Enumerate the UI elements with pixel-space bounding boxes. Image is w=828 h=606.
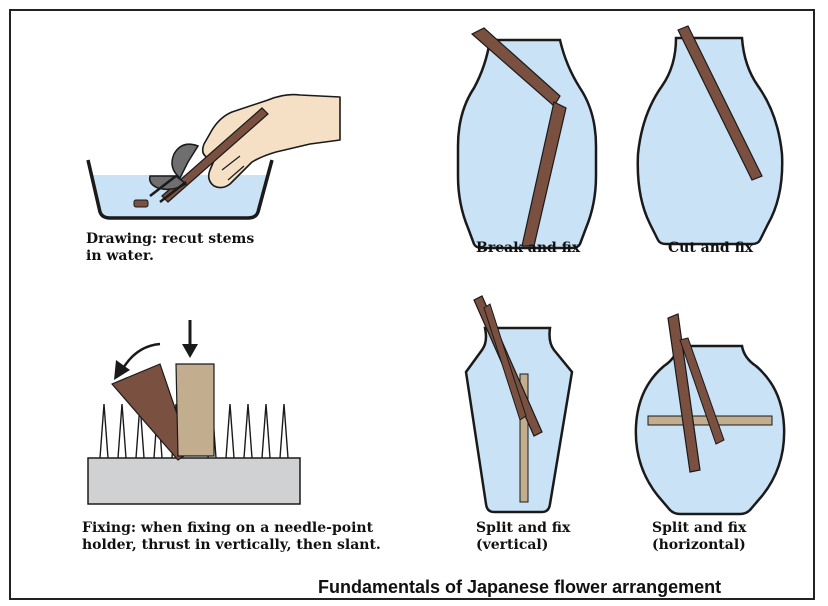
recut-in-water-panel: [88, 95, 340, 218]
caption-drawing-line1: Drawing: recut stems: [86, 231, 254, 247]
caption-fixing-line2: holder, thrust in vertically, then slant…: [82, 537, 381, 553]
vase-split-vertical: [466, 328, 572, 512]
vase-cut: [638, 38, 782, 244]
down-arrow-head: [182, 344, 198, 358]
caption-split-vertical-line1: Split and fix: [476, 520, 570, 536]
split-horizontal-panel: [636, 314, 784, 514]
break-and-fix-panel: [458, 28, 596, 248]
figure-title: Fundamentals of Japanese flower arrangem…: [318, 577, 721, 598]
vertical-stem: [176, 364, 214, 456]
caption-split-horizontal-line1: Split and fix: [652, 520, 746, 536]
caption-fixing-line1: Fixing: when fixing on a needle-point: [82, 520, 373, 536]
caption-break-and-fix: Break and fix: [476, 240, 580, 256]
caption-drawing-line2: in water.: [86, 248, 154, 264]
vase-split-horizontal: [636, 346, 784, 514]
needle-point-holder-panel: [88, 320, 300, 504]
cut-and-fix-panel: [638, 26, 782, 244]
caption-split-vertical-line2: (vertical): [476, 537, 548, 553]
cut-stem-piece: [134, 200, 148, 207]
caption-cut-and-fix: Cut and fix: [668, 240, 753, 256]
holder-base: [88, 458, 300, 504]
caption-split-horizontal-line2: (horizontal): [652, 537, 746, 553]
hand: [203, 95, 340, 188]
split-vertical-panel: [466, 296, 572, 512]
